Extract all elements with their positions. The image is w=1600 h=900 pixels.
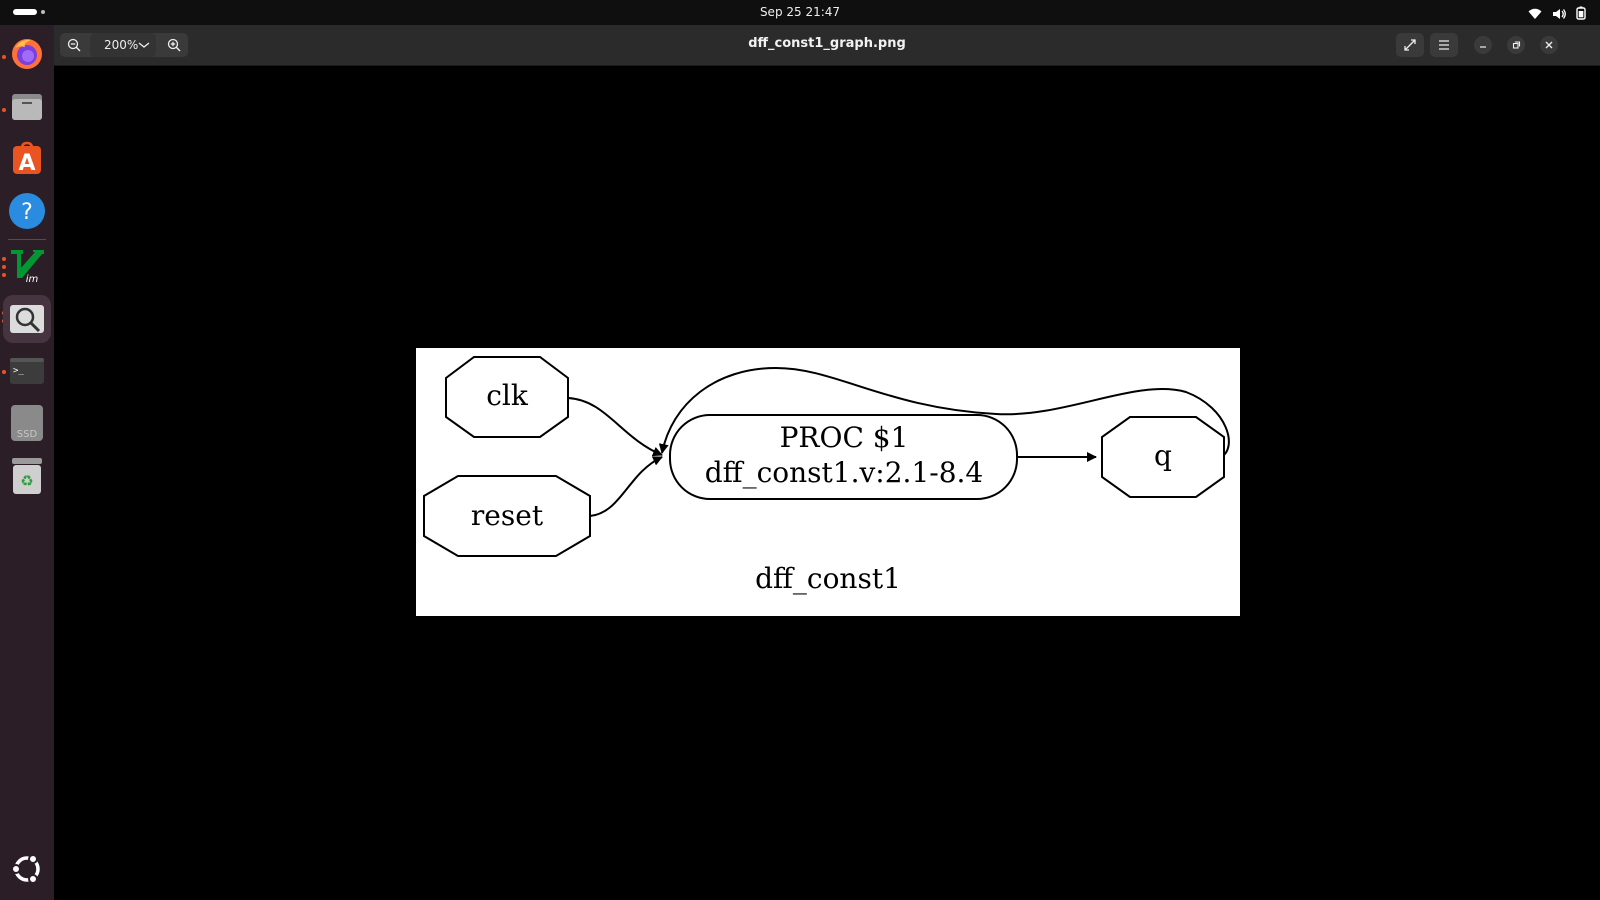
zoom-level-dropdown[interactable]: 200% xyxy=(90,33,156,57)
terminal-icon: >_ xyxy=(10,358,44,384)
node-reset xyxy=(423,475,591,557)
chevron-down-icon xyxy=(138,42,150,48)
app-center-icon: A xyxy=(13,141,41,176)
edge-reset-to-proc xyxy=(589,456,663,517)
close-button[interactable] xyxy=(1540,36,1558,54)
displayed-image[interactable]: clk reset PROC $1 dff_const1.v:2.1-8.4 q… xyxy=(416,348,1240,616)
hamburger-icon xyxy=(1439,40,1449,50)
svg-text:>_: >_ xyxy=(13,366,24,376)
running-indicator xyxy=(2,257,6,261)
dock-item-terminal[interactable]: >_ xyxy=(7,351,47,391)
help-icon: ? xyxy=(9,193,45,229)
node-clk-label: clk xyxy=(486,379,529,412)
dock-item-files[interactable] xyxy=(7,86,47,126)
window-headerbar: 200% dff_const1_graph.png xyxy=(54,25,1600,66)
image-canvas[interactable]: clk reset PROC $1 dff_const1.v:2.1-8.4 q… xyxy=(54,66,1600,900)
edge-clk-to-proc xyxy=(567,397,663,457)
wifi-icon[interactable] xyxy=(1528,5,1542,24)
minimize-button[interactable] xyxy=(1474,36,1492,54)
dock: A ? im >_ SSD xyxy=(0,25,54,900)
svg-text:im: im xyxy=(26,274,39,284)
ubuntu-logo-icon xyxy=(11,854,40,884)
dock-item-firefox[interactable] xyxy=(7,33,47,73)
dock-separator xyxy=(8,239,46,240)
files-icon xyxy=(12,94,42,120)
vim-icon: im xyxy=(11,250,44,284)
minimize-icon xyxy=(1480,46,1486,48)
main-menu-button[interactable] xyxy=(1430,33,1458,57)
node-proc-label-1: PROC $1 xyxy=(780,421,909,454)
node-clk xyxy=(445,356,569,438)
zoom-level-value: 200% xyxy=(104,38,139,52)
edge-q-to-proc xyxy=(658,366,1230,458)
dock-item-help[interactable]: ? xyxy=(7,191,47,231)
system-tray[interactable] xyxy=(1528,5,1586,24)
dock-item-show-apps[interactable] xyxy=(7,849,47,889)
dock-item-app-center[interactable]: A xyxy=(7,138,47,178)
graph-diagram: clk reset PROC $1 dff_const1.v:2.1-8.4 q… xyxy=(423,356,1230,595)
close-icon xyxy=(1545,41,1553,49)
node-proc-label-2: dff_const1.v:2.1-8.4 xyxy=(705,456,984,489)
svg-text:♻: ♻ xyxy=(20,472,33,490)
trash-icon: ♻ xyxy=(12,458,42,494)
running-indicator xyxy=(2,370,6,374)
running-indicator xyxy=(2,265,6,269)
workspace-indicator-active xyxy=(13,9,37,15)
restore-icon xyxy=(1512,41,1521,49)
volume-icon[interactable] xyxy=(1552,5,1566,24)
graph-caption: dff_const1 xyxy=(755,562,901,595)
clock[interactable]: Sep 25 21:47 xyxy=(759,5,841,19)
svg-text:?: ? xyxy=(21,200,33,225)
running-indicator xyxy=(2,108,6,112)
fullscreen-button[interactable] xyxy=(1396,33,1424,57)
top-bar: Sep 25 21:47 xyxy=(0,0,1600,25)
image-viewer-icon xyxy=(10,305,44,333)
maximize-button[interactable] xyxy=(1507,36,1525,54)
workspace-indicator-dot xyxy=(41,10,45,14)
running-indicator xyxy=(2,273,6,277)
ssd-icon: SSD xyxy=(11,405,43,441)
window-title: dff_const1_graph.png xyxy=(748,36,906,51)
node-reset-label: reset xyxy=(471,499,544,532)
fullscreen-icon xyxy=(1404,39,1416,51)
node-proc xyxy=(669,414,1018,500)
dock-item-vim[interactable]: im xyxy=(7,245,47,285)
node-q-label: q xyxy=(1154,439,1172,472)
firefox-icon xyxy=(12,39,42,69)
battery-icon[interactable] xyxy=(1576,5,1586,24)
dock-item-image-viewer[interactable] xyxy=(3,295,51,343)
zoom-out-button[interactable] xyxy=(60,33,88,57)
dock-item-trash[interactable]: ♻ xyxy=(7,456,47,496)
zoom-in-icon xyxy=(167,38,181,52)
svg-text:A: A xyxy=(18,151,35,176)
zoom-out-icon xyxy=(67,38,81,52)
dock-item-ssd-drive[interactable]: SSD xyxy=(7,403,47,443)
node-q xyxy=(1101,416,1225,498)
ssd-label: SSD xyxy=(17,429,38,440)
running-indicator xyxy=(2,55,6,59)
zoom-in-button[interactable] xyxy=(160,33,188,57)
